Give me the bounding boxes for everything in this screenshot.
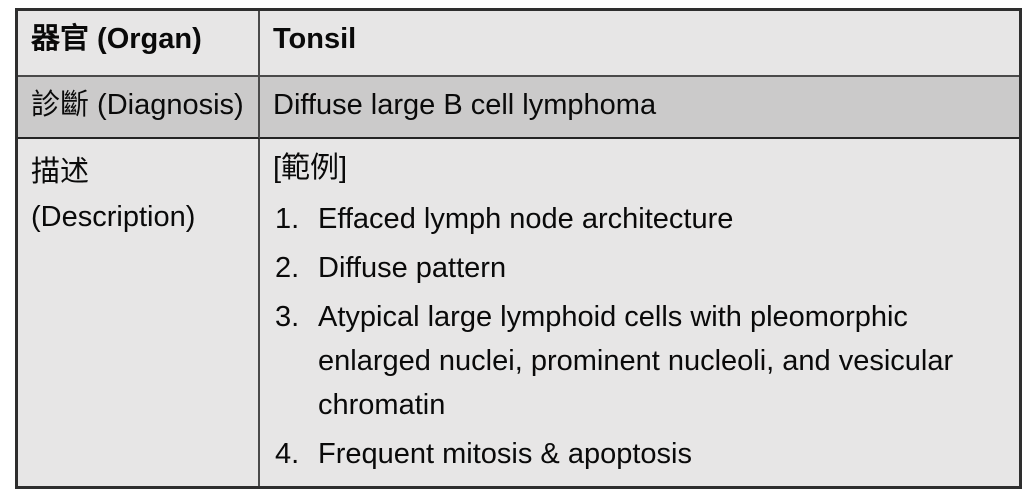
description-item: Diffuse pattern bbox=[275, 246, 507, 290]
organ-value-cell: Tonsil bbox=[260, 11, 1019, 77]
description-item: Frequent mitosis & apoptosis bbox=[275, 432, 692, 476]
description-list: Effaced lymph node architecture Diffuse … bbox=[273, 197, 1007, 477]
description-label-zh: 描述 bbox=[31, 156, 90, 188]
description-label-en: (Description) bbox=[31, 200, 196, 233]
example-tag: [範例] bbox=[273, 152, 348, 184]
organ-label-cell: 器官 (Organ) bbox=[18, 11, 260, 77]
diagnosis-value-cell: Diffuse large B cell lymphoma bbox=[260, 77, 1019, 139]
pathology-case-table: 器官 (Organ) Tonsil 診斷 (Diagnosis) Diffuse… bbox=[15, 8, 1022, 489]
description-value-cell: [範例] Effaced lymph node architecture Dif… bbox=[260, 139, 1019, 486]
description-item: Effaced lymph node architecture bbox=[275, 197, 734, 241]
description-label-cell: 描述 (Description) bbox=[18, 139, 260, 486]
description-item: Atypical large lymphoid cells with pleom… bbox=[275, 295, 954, 421]
diagnosis-label-cell: 診斷 (Diagnosis) bbox=[18, 77, 260, 139]
